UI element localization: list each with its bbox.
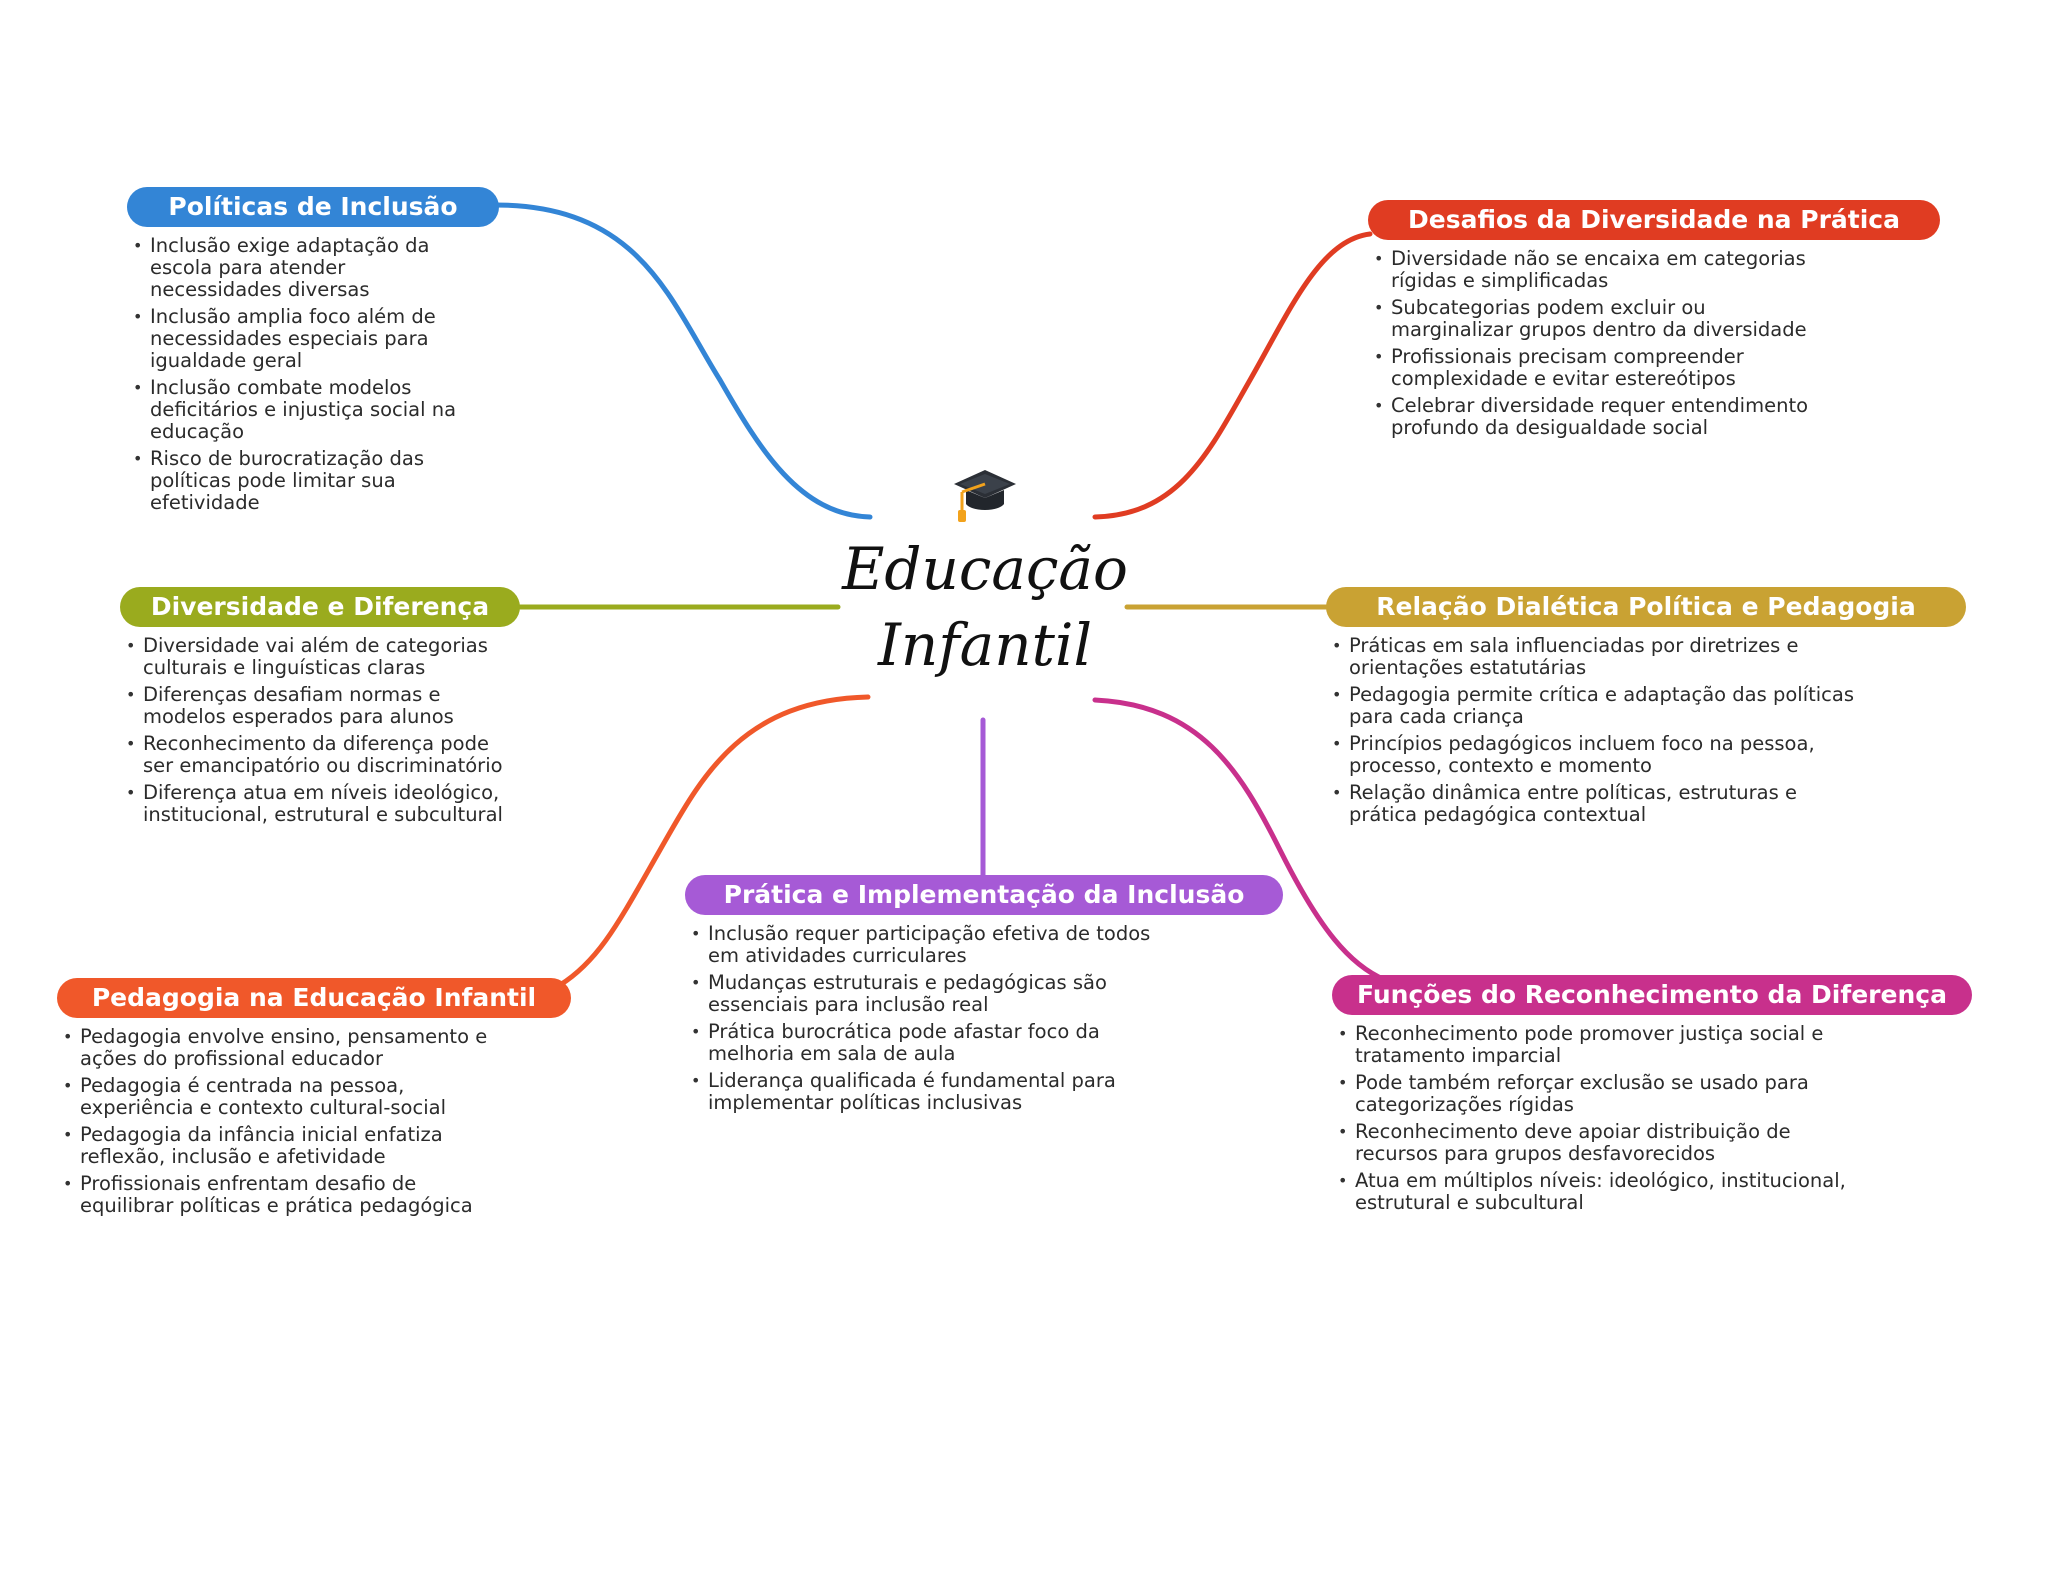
list-item: Diversidade vai além de categorias cultu… xyxy=(120,635,520,679)
list-item: Celebrar diversidade requer entendimento… xyxy=(1368,395,1828,439)
list-item: Inclusão requer participação efetiva de … xyxy=(685,923,1155,967)
list-item: Atua em múltiplos níveis: ideológico, in… xyxy=(1332,1170,1852,1214)
topic-list: Pedagogia envolve ensino, pensamento e a… xyxy=(57,1026,497,1217)
topic-list: Inclusão exige adaptação da escola para … xyxy=(127,235,457,514)
topic-title[interactable]: Pedagogia na Educação Infantil xyxy=(57,978,571,1018)
list-item: Risco de burocratização das políticas po… xyxy=(127,448,457,514)
central-title-line2: Infantil xyxy=(877,611,1093,679)
list-item: Profissionais enfrentam desafio de equil… xyxy=(57,1173,497,1217)
topic-title[interactable]: Desafios da Diversidade na Prática xyxy=(1368,200,1940,240)
list-item: Práticas em sala influenciadas por diret… xyxy=(1326,635,1866,679)
list-item: Reconhecimento pode promover justiça soc… xyxy=(1332,1023,1852,1067)
list-item: Pode também reforçar exclusão se usado p… xyxy=(1332,1072,1852,1116)
list-item: Mudanças estruturais e pedagógicas são e… xyxy=(685,972,1155,1016)
list-item: Diversidade não se encaixa em categorias… xyxy=(1368,248,1828,292)
central-title-line1: Educação xyxy=(842,535,1128,603)
central-node[interactable]: Educação Infantil xyxy=(840,460,1130,700)
topic-diversidade-diferenca[interactable]: Diversidade e Diferença Diversidade vai … xyxy=(120,587,520,831)
topic-desafios-diversidade[interactable]: Desafios da Diversidade na Prática Diver… xyxy=(1368,200,1940,444)
topic-funcoes-reconhecimento[interactable]: Funções do Reconhecimento da Diferença R… xyxy=(1332,975,1972,1219)
list-item: Inclusão combate modelos deficitários e … xyxy=(127,377,457,443)
list-item: Diferenças desafiam normas e modelos esp… xyxy=(120,684,520,728)
list-item: Diferença atua em níveis ideológico, ins… xyxy=(120,782,520,826)
topic-title[interactable]: Relação Dialética Política e Pedagogia xyxy=(1326,587,1966,627)
list-item: Relação dinâmica entre políticas, estrut… xyxy=(1326,782,1866,826)
topic-list: Práticas em sala influenciadas por diret… xyxy=(1326,635,1866,826)
topic-pratica-implementacao[interactable]: Prática e Implementação da Inclusão Incl… xyxy=(685,875,1283,1119)
list-item: Pedagogia permite crítica e adaptação da… xyxy=(1326,684,1866,728)
topic-title[interactable]: Políticas de Inclusão xyxy=(127,187,499,227)
list-item: Inclusão amplia foco além de necessidade… xyxy=(127,306,457,372)
topic-list: Reconhecimento pode promover justiça soc… xyxy=(1332,1023,1852,1214)
graduation-cap-icon xyxy=(954,470,1016,522)
topic-title[interactable]: Prática e Implementação da Inclusão xyxy=(685,875,1283,915)
topic-relacao-dialetica[interactable]: Relação Dialética Política e Pedagogia P… xyxy=(1326,587,1966,831)
topic-politicas-inclusao[interactable]: Políticas de Inclusão Inclusão exige ada… xyxy=(127,187,499,519)
connector-politicas xyxy=(492,202,873,520)
list-item: Subcategorias podem excluir ou marginali… xyxy=(1368,297,1828,341)
list-item: Pedagogia da infância inicial enfatiza r… xyxy=(57,1124,497,1168)
topic-pedagogia-educacao-infantil[interactable]: Pedagogia na Educação Infantil Pedagogia… xyxy=(57,978,571,1222)
topic-title[interactable]: Funções do Reconhecimento da Diferença xyxy=(1332,975,1972,1015)
connector-desafios xyxy=(1092,231,1373,520)
list-item: Pedagogia envolve ensino, pensamento e a… xyxy=(57,1026,497,1070)
list-item: Pedagogia é centrada na pessoa, experiên… xyxy=(57,1075,497,1119)
topic-list: Inclusão requer participação efetiva de … xyxy=(685,923,1155,1114)
list-item: Profissionais precisam compreender compl… xyxy=(1368,346,1828,390)
connector-funcoes xyxy=(1092,697,1388,983)
list-item: Prática burocrática pode afastar foco da… xyxy=(685,1021,1155,1065)
topic-title[interactable]: Diversidade e Diferença xyxy=(120,587,520,627)
list-item: Liderança qualificada é fundamental para… xyxy=(685,1070,1155,1114)
list-item: Inclusão exige adaptação da escola para … xyxy=(127,235,457,301)
list-item: Princípios pedagógicos incluem foco na p… xyxy=(1326,733,1866,777)
topic-list: Diversidade não se encaixa em categorias… xyxy=(1368,248,1828,439)
list-item: Reconhecimento deve apoiar distribuição … xyxy=(1332,1121,1852,1165)
topic-list: Diversidade vai além de categorias cultu… xyxy=(120,635,520,826)
list-item: Reconhecimento da diferença pode ser ema… xyxy=(120,733,520,777)
connector-pedagogia xyxy=(557,694,871,988)
